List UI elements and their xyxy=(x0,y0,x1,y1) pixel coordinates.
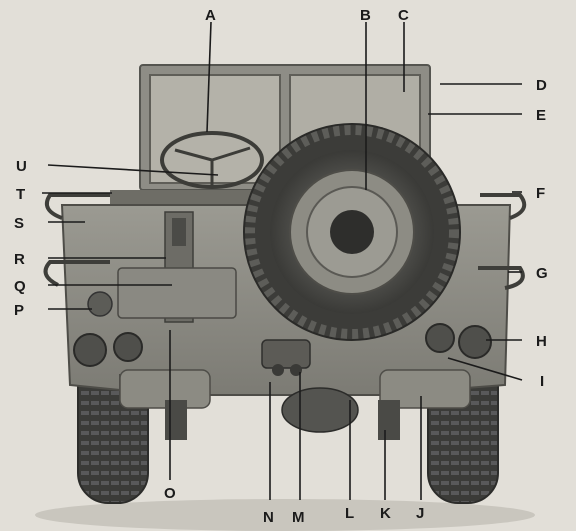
callout-u: U xyxy=(16,158,27,175)
callout-j: J xyxy=(416,505,424,522)
callout-h: H xyxy=(536,333,547,350)
callout-g: G xyxy=(536,265,548,282)
callout-l: L xyxy=(345,505,354,522)
pintle-hook xyxy=(261,339,311,376)
spare-tire xyxy=(243,123,461,341)
right-fender xyxy=(379,369,471,409)
right-shock xyxy=(378,400,400,440)
rear-rail xyxy=(110,190,260,206)
filler-cap xyxy=(87,291,113,317)
callout-q: Q xyxy=(14,278,26,295)
callout-n: N xyxy=(263,509,274,526)
callout-d: D xyxy=(536,77,547,94)
callout-p: P xyxy=(14,302,24,319)
callout-e: E xyxy=(536,107,546,124)
callout-c: C xyxy=(398,7,409,24)
left-shock xyxy=(165,400,187,440)
can-bracket xyxy=(117,267,237,319)
callout-a: A xyxy=(205,7,216,24)
leader-lines xyxy=(42,21,523,500)
callout-r: R xyxy=(14,251,25,268)
callout-labels: A B C D E F G H I J K L M N O P Q R S T … xyxy=(14,7,548,526)
right-handles xyxy=(478,193,527,290)
right-tail-lamps xyxy=(425,323,492,359)
left-handles xyxy=(43,193,110,287)
callout-m: M xyxy=(292,509,305,526)
callout-i: I xyxy=(540,373,544,390)
callout-f: F xyxy=(536,185,545,202)
left-tail-lamps xyxy=(73,332,143,367)
floor-shadow xyxy=(35,499,535,531)
callout-s: S xyxy=(14,215,24,232)
callout-b: B xyxy=(360,7,371,24)
callout-t: T xyxy=(16,186,25,203)
differential xyxy=(281,387,359,433)
steering-wheel xyxy=(160,131,264,189)
callout-o: O xyxy=(164,485,176,502)
callout-k: K xyxy=(380,505,391,522)
